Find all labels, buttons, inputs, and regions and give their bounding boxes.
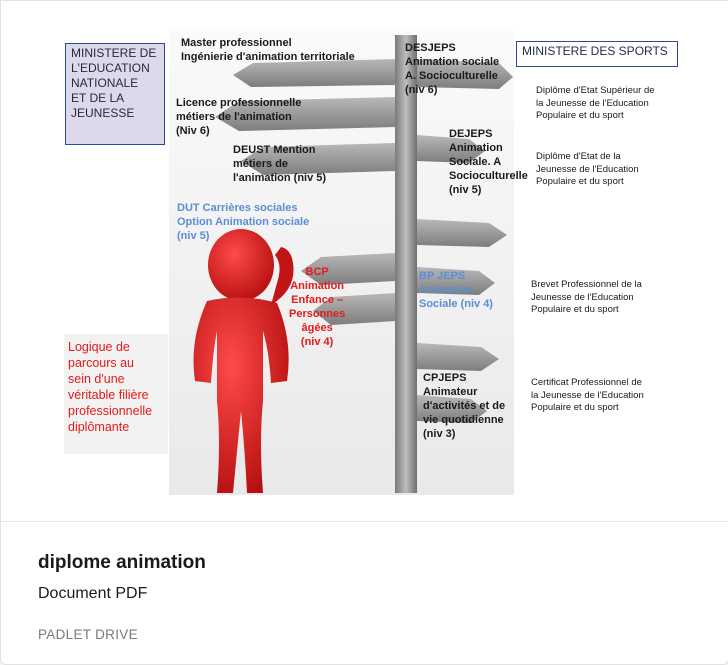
diagram-slide: MINISTERE DE L'EDUCATION NATIONALE ET DE… <box>1 1 728 521</box>
sign-arm-bpjeps <box>417 267 495 295</box>
document-preview[interactable]: MINISTERE DE L'EDUCATION NATIONALE ET DE… <box>1 1 728 521</box>
sign-arm-cpjeps <box>417 343 499 371</box>
master-label: Master professionnel Ingénierie d'animat… <box>181 37 355 63</box>
licence-label: Licence professionnelle métiers de l'ani… <box>176 97 302 137</box>
desc-desjeps: Diplôme d'Etat Supérieur de la Jeunesse … <box>536 85 655 121</box>
desc-dejeps: Diplôme d'Etat de la Jeunesse de l'Educa… <box>536 151 639 187</box>
sign-arm-licence <box>215 97 395 131</box>
desc-bpjeps: Brevet Professionnel de la Jeunesse de l… <box>531 279 642 315</box>
desc-cpjeps: Certificat Professionnel de la Jeunesse … <box>531 377 644 413</box>
logique-text: Logique de parcours au sein d'une vérita… <box>68 340 153 434</box>
post-source: PADLET DRIVE <box>38 627 138 642</box>
sign-arm-mid <box>417 219 507 247</box>
cpjeps-label: CPJEPS Animateur d'activités et de vie q… <box>423 372 506 440</box>
card-divider <box>1 521 728 522</box>
sign-arm-master <box>233 59 395 87</box>
bcp-label: BCP Animation Enfance – Personnes âgées … <box>289 266 346 348</box>
post-subtitle: Document PDF <box>38 585 148 602</box>
thinking-red-figure <box>193 229 294 493</box>
sign-arm-dut <box>301 253 395 285</box>
post-title[interactable]: diplome animation <box>38 552 206 573</box>
sign-arm-deust <box>241 143 395 175</box>
ministry-education-box: MINISTERE DE L'EDUCATION NATIONALE ET DE… <box>65 43 165 145</box>
signpost-pole <box>395 35 417 493</box>
bpjeps-label: BP JEPS Animation Sociale (niv 4) <box>419 270 493 310</box>
desjeps-label: DESJEPS Animation sociale A. Sociocultur… <box>405 42 500 96</box>
deust-label: DEUST Mention métiers de l'animation (ni… <box>233 144 327 184</box>
sign-arm-dejeps <box>417 135 485 163</box>
sign-arm-low <box>417 395 487 423</box>
sign-arm-desjeps <box>417 59 513 89</box>
dejeps-label: DEJEPS Animation Sociale. A Socioculture… <box>449 128 528 196</box>
signpost-illustration <box>64 31 514 495</box>
logique-bg <box>64 334 168 454</box>
ministry-sports-box: MINISTERE DES SPORTS <box>516 41 678 67</box>
dut-label: DUT Carrières sociales Option Animation … <box>177 202 310 242</box>
sign-arm-bcp <box>313 293 395 325</box>
